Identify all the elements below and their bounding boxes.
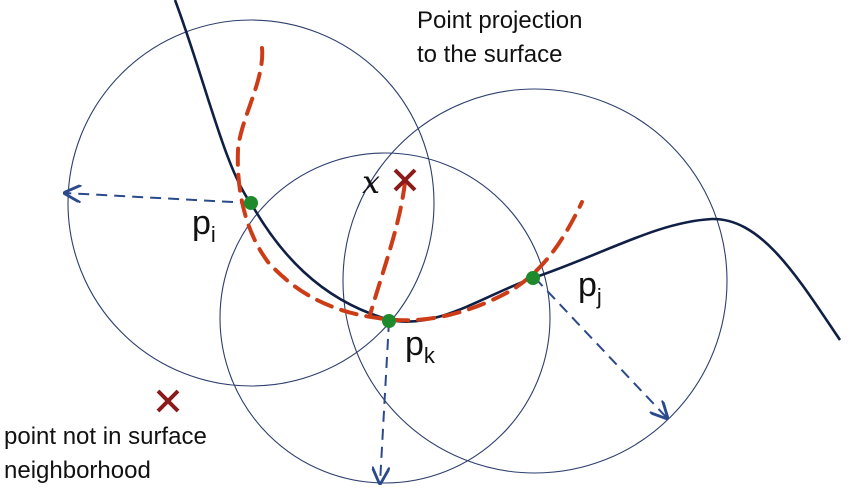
point-label-pk-subscript: k [424, 343, 436, 368]
point-label-pj: pj [578, 266, 602, 309]
point-label-pi-base: p [192, 204, 211, 242]
sample-point-pi [244, 196, 258, 210]
outlier-point-cross-marker [156, 389, 180, 413]
projection-path [235, 46, 584, 323]
query-point-label: x [362, 163, 380, 201]
point-label-pi-subscript: i [211, 222, 216, 247]
point-label-pi: pi [192, 204, 216, 247]
radius-arrow-pk [380, 320, 390, 483]
point-label-pk: pk [405, 325, 436, 368]
outlier-caption-line2: neighborhood [4, 457, 151, 484]
radius-arrow-pi [65, 193, 252, 204]
neighborhood-circle-pi [67, 19, 435, 387]
projection-caption-line1: Point projection [417, 7, 582, 34]
neighborhood-circle-pj [342, 88, 728, 474]
point-label-pj-subscript: j [596, 284, 602, 309]
outlier-caption-line1: point not in surface [4, 423, 207, 450]
projection-drop-path [368, 180, 407, 317]
point-label-pj-base: p [578, 266, 597, 304]
projection-caption-line2: to the surface [417, 41, 562, 68]
sample-point-pj [526, 271, 540, 285]
radius-arrow-pj [534, 277, 667, 418]
sample-point-pk [382, 314, 396, 328]
query-point-cross-marker [393, 168, 417, 192]
point-label-pk-base: p [405, 325, 424, 363]
